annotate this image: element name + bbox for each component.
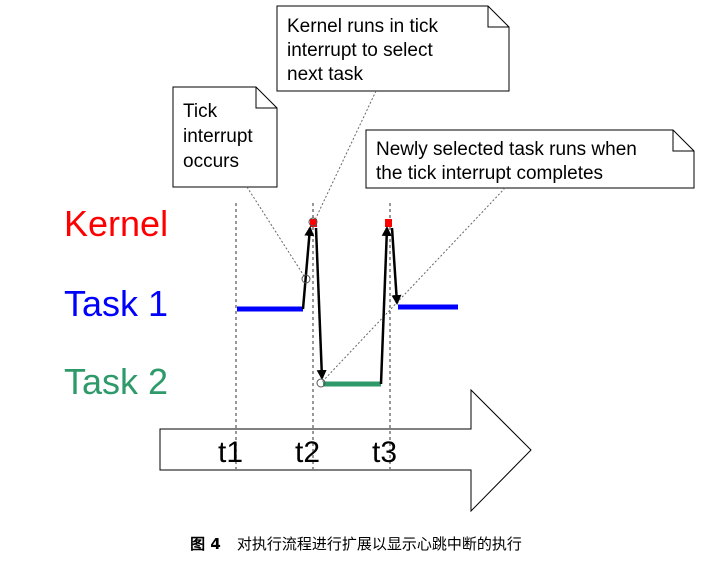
timeline-arrow <box>159 388 532 513</box>
note-tick-interrupt-line3: occurs <box>183 151 239 172</box>
note-tick-interrupt-line2: interrupt <box>183 126 253 147</box>
leader-newly-selected <box>321 187 506 383</box>
note-kernel-runs: Kernel runs in tick interrupt to select … <box>276 5 510 92</box>
note-kernel-runs-line2: interrupt to select <box>287 40 433 61</box>
anchor-circles <box>301 217 326 388</box>
anchor-circle-kernel <box>308 217 318 227</box>
note-kernel-runs-line1: Kernel runs in tick <box>287 16 439 37</box>
switch-kernel-to-task1 <box>390 227 402 305</box>
anchor-circle-task2 <box>316 378 326 388</box>
note-tick-interrupt-line1: Tick <box>183 101 218 122</box>
tick-label-t2: t2 <box>295 436 320 469</box>
figure-caption: 图 4 对执行流程进行扩展以显示心跳中断的执行 <box>0 533 712 554</box>
switch-task1-to-kernel <box>301 226 315 310</box>
note-newly-selected: Newly selected task runs when the tick i… <box>365 129 695 189</box>
context-switch-arrows <box>301 226 402 385</box>
kernel-run-marker-t2 <box>310 219 317 227</box>
row-label-task1: Task 1 <box>64 283 168 324</box>
row-label-kernel: Kernel <box>64 203 168 244</box>
tick-label-t3: t3 <box>372 436 397 469</box>
switch-kernel-to-task2 <box>314 227 327 380</box>
anchor-circle-tick <box>301 274 311 284</box>
note-tick-interrupt: Tick interrupt occurs <box>172 86 278 188</box>
callout-leaders <box>246 90 506 383</box>
note-kernel-runs-line3: next task <box>287 64 364 85</box>
tick-label-t1: t1 <box>218 436 243 469</box>
note-newly-selected-line2: the tick interrupt completes <box>376 163 603 184</box>
figure-number: 图 4 <box>190 535 221 553</box>
leader-tick-interrupt <box>246 186 307 280</box>
switch-task2-to-kernel <box>379 226 392 385</box>
figure-caption-text: 对执行流程进行扩展以显示心跳中断的执行 <box>236 535 522 553</box>
time-markers <box>235 203 391 470</box>
kernel-run-marker-t3 <box>385 219 392 227</box>
leader-kernel-runs <box>313 90 377 223</box>
note-newly-selected-line1: Newly selected task runs when <box>376 139 637 160</box>
row-label-task2: Task 2 <box>64 361 168 402</box>
